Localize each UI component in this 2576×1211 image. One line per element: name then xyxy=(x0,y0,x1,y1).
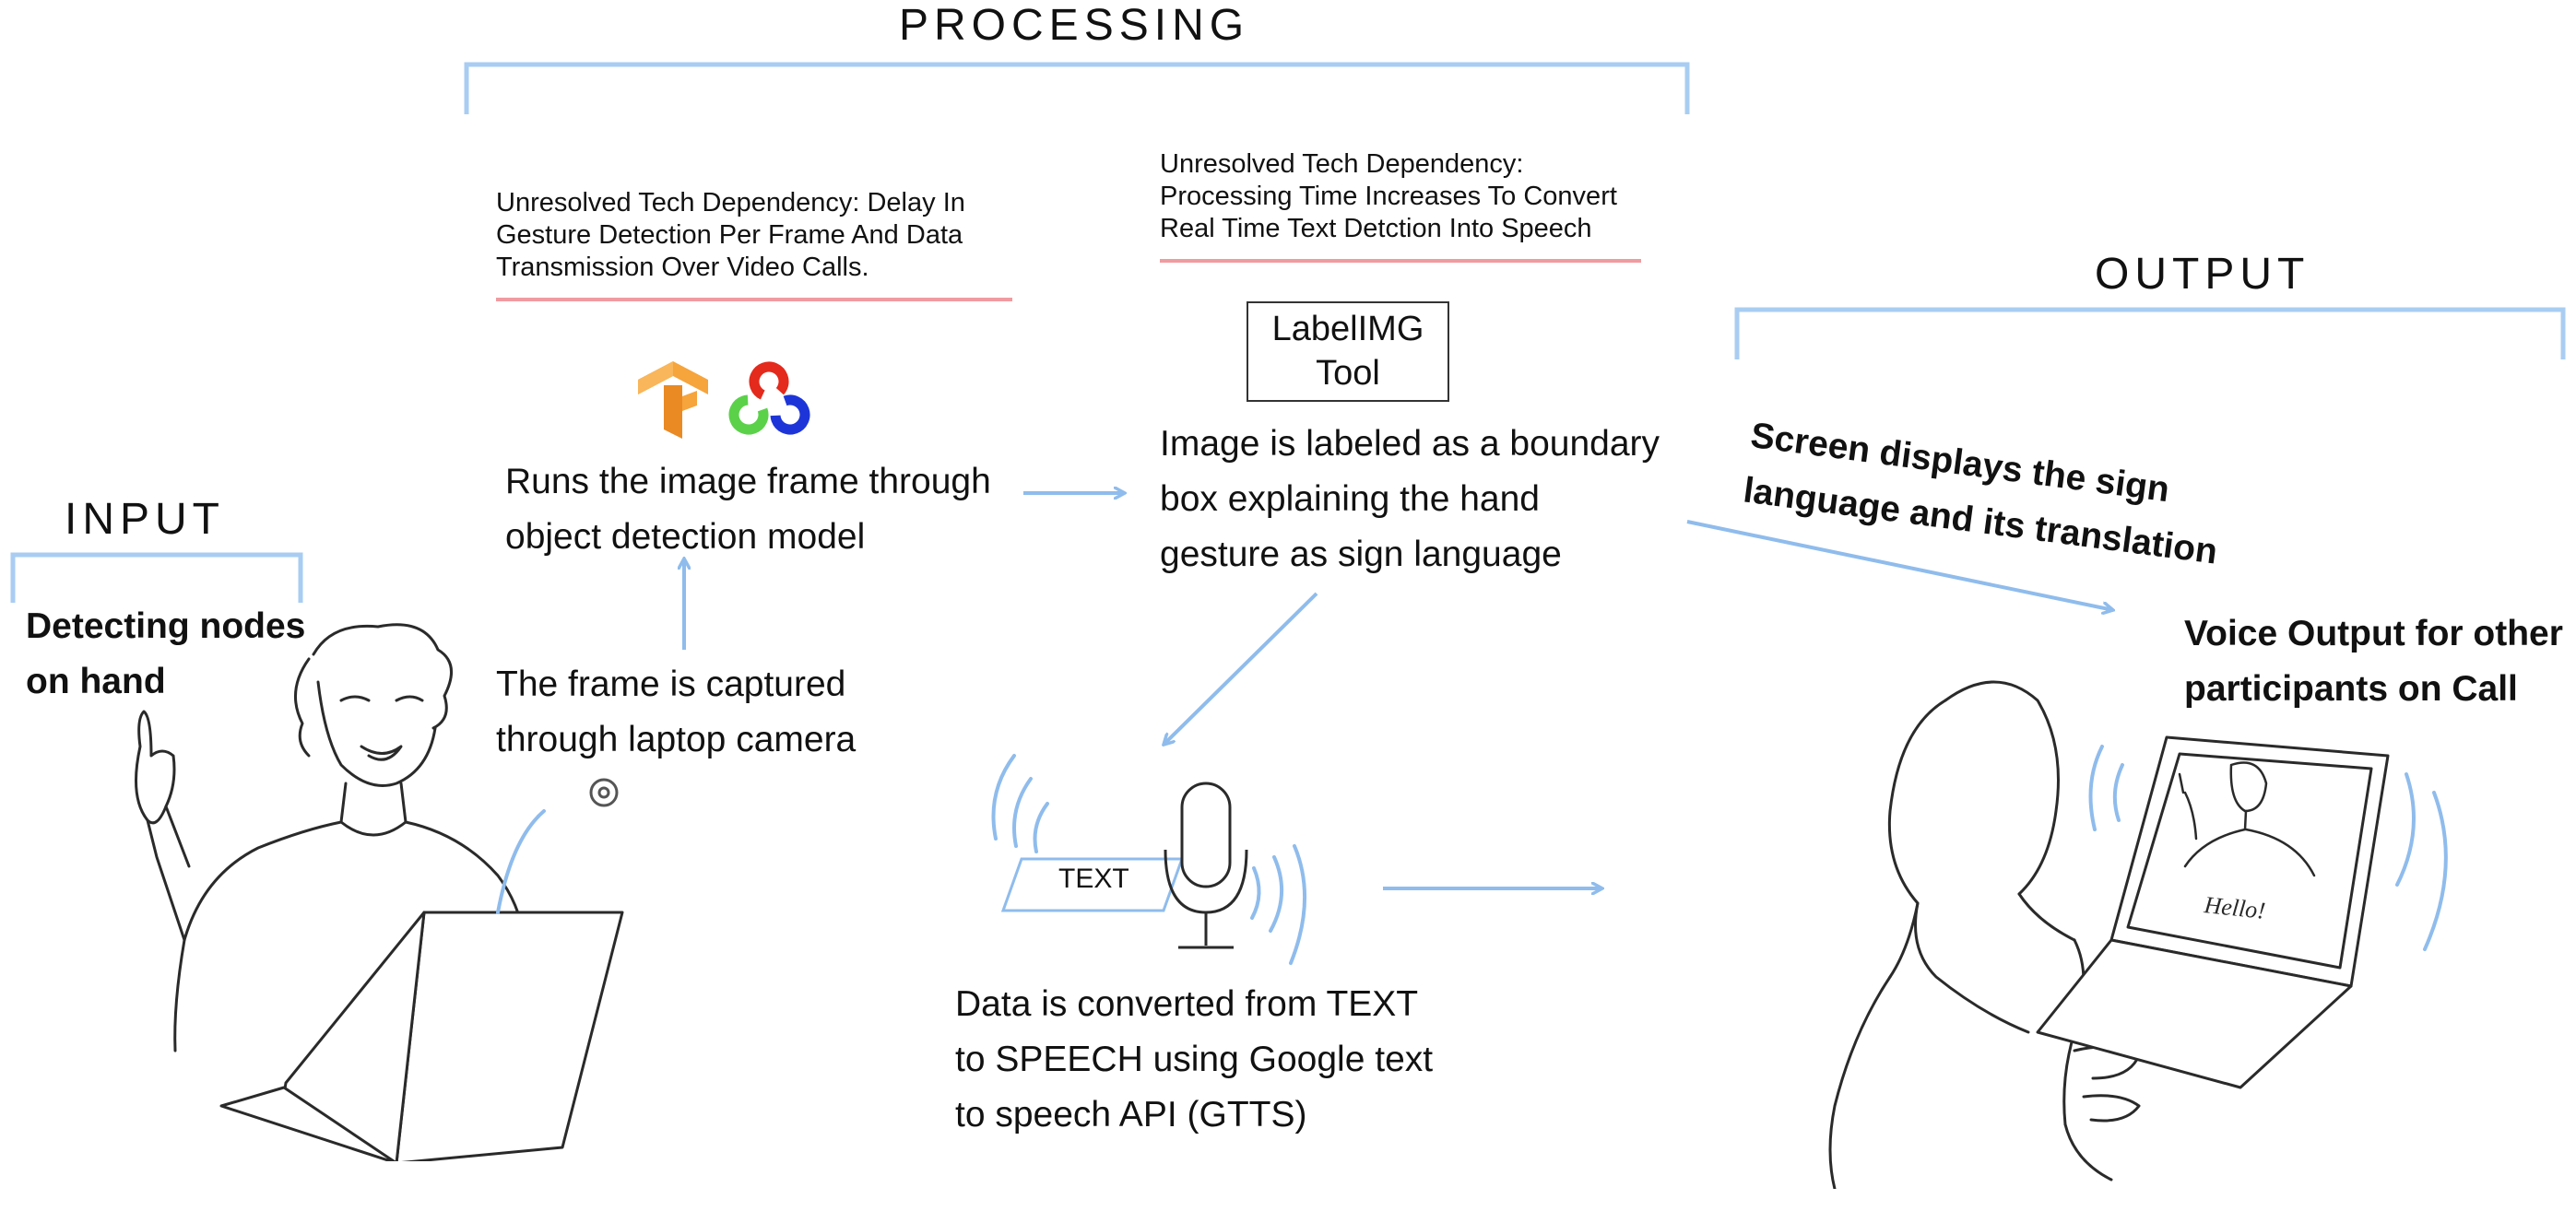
tts-step-text: Data is converted from TEXT to SPEECH us… xyxy=(955,977,1433,1143)
caption-line: on hand xyxy=(26,662,166,701)
text-to-speech-illustration xyxy=(991,754,1306,965)
tool-line: Tool xyxy=(1316,354,1380,393)
step-line: to SPEECH using Google text xyxy=(955,1040,1434,1079)
arrow-label-to-screen xyxy=(1686,520,2113,610)
note-line: Unresolved Tech Dependency: Delay In xyxy=(496,188,965,218)
step-line: Runs the image frame through xyxy=(505,462,991,501)
step-line: object detection model xyxy=(505,517,866,557)
sound-wave-icon xyxy=(991,754,1306,965)
right-dependency-note: Unresolved Tech Dependency: Processing T… xyxy=(1160,148,1617,245)
tool-line: LabelIMG xyxy=(1271,310,1424,348)
screen-handwriting: Hello! xyxy=(2202,891,2266,924)
note-line: Real Time Text Detction Into Speech xyxy=(1160,214,1592,243)
model-step-text: Runs the image frame through object dete… xyxy=(505,454,991,565)
input-bracket xyxy=(10,552,303,603)
left-dependency-note: Unresolved Tech Dependency: Delay In Ges… xyxy=(496,187,965,284)
arrow-label-to-tts xyxy=(1164,592,1318,745)
step-line: gesture as sign language xyxy=(1160,535,1562,574)
sound-wave-icon xyxy=(2088,745,2448,951)
tensorflow-logo xyxy=(638,361,708,439)
processing-bracket xyxy=(464,62,1690,114)
output-person-sketch: Hello! xyxy=(1828,680,2448,1189)
note-line: Unresolved Tech Dependency: xyxy=(1160,149,1524,179)
webcam-icon xyxy=(589,778,619,807)
step-line: box explaining the hand xyxy=(1160,479,1540,519)
caption-line: Detecting nodes xyxy=(26,606,306,646)
capture-step-text: The frame is captured through laptop cam… xyxy=(496,657,856,768)
opencv-logo xyxy=(728,361,810,435)
labelimg-tool-box: LabelIMG Tool xyxy=(1247,301,1449,402)
voice-output-caption: Voice Output for other participants on C… xyxy=(2184,606,2563,717)
caption-line: Voice Output for other xyxy=(2184,614,2563,653)
step-line: Image is labeled as a boundary xyxy=(1160,424,1660,464)
input-title: INPUT xyxy=(65,495,225,544)
label-step-text: Image is labeled as a boundary box expla… xyxy=(1160,417,1660,582)
text-tag-shape xyxy=(1000,857,1185,912)
step-line: Data is converted from TEXT xyxy=(955,984,1419,1024)
note-line: Transmission Over Video Calls. xyxy=(496,253,869,282)
text-tag-label: TEXT xyxy=(1058,864,1129,894)
output-title: OUTPUT xyxy=(2095,250,2310,299)
note-line: Processing Time Increases To Convert xyxy=(1160,182,1617,211)
output-bracket xyxy=(1734,307,2566,359)
processing-title: PROCESSING xyxy=(899,1,1250,50)
caption-line: participants on Call xyxy=(2184,669,2518,709)
input-caption: Detecting nodes on hand xyxy=(26,599,305,710)
microphone-icon xyxy=(1164,782,1248,949)
step-line: through laptop camera xyxy=(496,720,857,759)
step-line: to speech API (GTTS) xyxy=(955,1095,1307,1135)
input-person-sketch xyxy=(135,623,624,1161)
step-line: The frame is captured xyxy=(496,664,846,704)
note-line: Gesture Detection Per Frame And Data xyxy=(496,220,963,250)
